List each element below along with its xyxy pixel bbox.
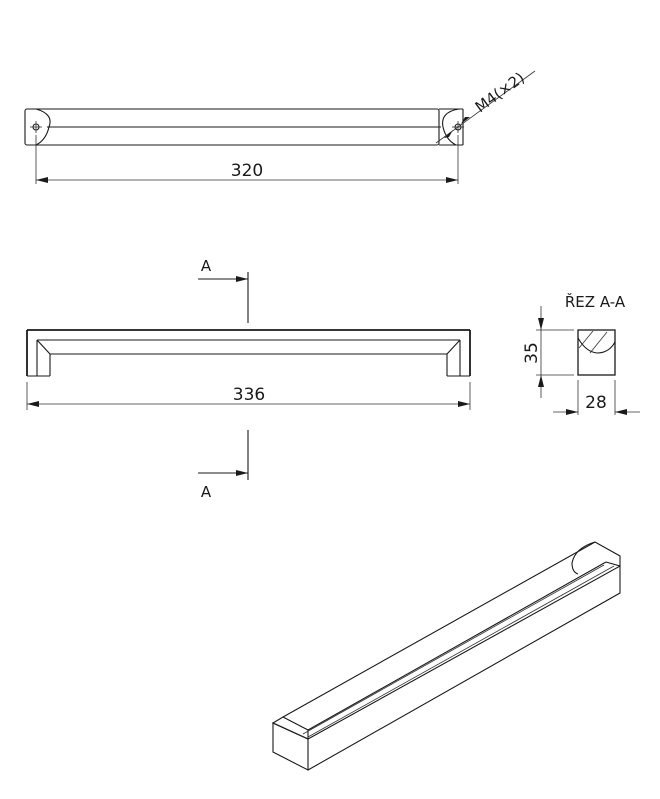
section-hatch-line-1	[578, 330, 594, 349]
iso-bar-front-face	[307, 565, 621, 771]
thread-callout: M4(×2)	[472, 69, 528, 117]
iso-bar-groove-2	[307, 565, 615, 738]
section-view: ŘEZ A-A 35 28	[522, 292, 640, 415]
section-hatch-line-2	[589, 331, 608, 354]
dim-320-value: 320	[231, 161, 263, 181]
thread-leader-line	[435, 70, 536, 144]
iso-right-block-top	[587, 541, 621, 567]
dim-336-value: 336	[233, 385, 265, 405]
iso-bar-top-front-edge	[307, 561, 607, 731]
top-view: M4(×2) 320	[24, 69, 536, 184]
iso-bar-groove-1	[302, 564, 605, 735]
front-view-left-chamfer	[36, 339, 51, 355]
section-hatch-area	[577, 337, 616, 354]
thread-arrow-upper	[461, 117, 470, 124]
iso-right-cap-curve	[571, 541, 596, 575]
hole-left-icon	[30, 121, 42, 133]
iso-left-block-top	[271, 716, 309, 740]
top-view-right-cap	[442, 108, 460, 146]
front-view-right-chamfer	[446, 339, 461, 355]
section-marker-top: A	[201, 257, 212, 275]
section-marker-bottom: A	[201, 483, 212, 501]
section-title: ŘEZ A-A	[565, 292, 626, 311]
dim-35-value: 35	[522, 342, 542, 364]
iso-bar-top-back-edge	[282, 545, 589, 718]
front-view: 336 A A	[26, 257, 471, 501]
thread-arrow-lower	[444, 130, 453, 138]
dim-28-value: 28	[585, 393, 607, 413]
section-profile	[577, 329, 616, 376]
isometric-view	[271, 541, 621, 771]
top-view-left-cap	[35, 108, 51, 146]
iso-left-block-front	[272, 722, 309, 771]
